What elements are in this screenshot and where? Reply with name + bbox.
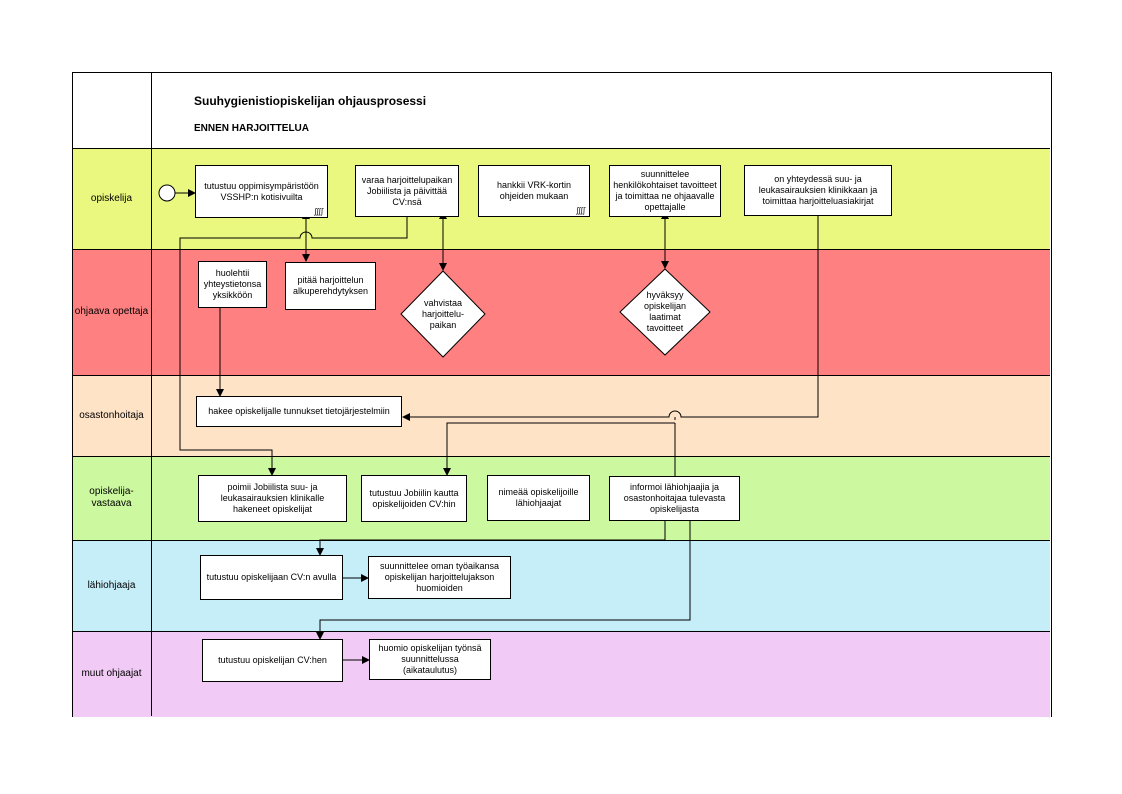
arrow-v4-m1 xyxy=(316,521,691,640)
step-tutustuu-cvhen[interactable]: tutustuu opiskelijan CV:hen xyxy=(202,639,343,682)
step-hankkii-vrk-kortin[interactable]: hankkii VRK-kortin ohjeiden mukaan ⨌ xyxy=(478,165,590,217)
step-nimeaa-lahiohjaajat[interactable]: nimeää opiskelijoille lähiohjaajat xyxy=(487,475,590,521)
step-alkuperehdytys[interactable]: pitää harjoittelun alkuperehdytyksen xyxy=(285,262,376,310)
step-label: tutustuu opiskelijaan CV:n avulla xyxy=(206,572,337,582)
lane-divider xyxy=(151,72,152,716)
diagram-frame xyxy=(72,72,1052,717)
lane-label-muut-ohjaajat: muut ohjaajat xyxy=(81,667,142,679)
decision-vahvistaa-label: vahvistaa harjoittelu-paikan xyxy=(421,297,465,330)
step-yhteydessa-klinikkaan[interactable]: on yhteydessä suu- ja leukasairauksien k… xyxy=(744,165,892,216)
step-label: nimeää opiskelijoille lähiohjaajat xyxy=(498,487,579,508)
step-label: pitää harjoittelun alkuperehdytyksen xyxy=(292,275,369,296)
step-label: huolehtii yhteystietonsa yksikköön xyxy=(203,268,262,300)
lane-label-ohjaava-opettaja: ohjaava opettaja xyxy=(74,306,149,317)
start-circle-icon xyxy=(158,184,176,202)
lane-label-opiskelijavastaava: opiskelija-vastaava xyxy=(89,486,134,509)
subprocess-icon: ⨌ xyxy=(313,207,324,216)
arrow-s5-o1 xyxy=(402,216,819,421)
arrow-v4-l1 xyxy=(316,521,666,556)
step-label: poimii Jobiilista suu- ja leukasairauksi… xyxy=(220,482,325,514)
step-label: on yhteydessä suu- ja leukasairauksien k… xyxy=(758,174,878,206)
step-label: hakee opiskelijalle tunnukset tietojärje… xyxy=(208,406,390,416)
subprocess-icon: ⨌ xyxy=(575,206,586,215)
step-label: informoi lähiohjaajia ja osastonhoitajaa… xyxy=(623,482,726,514)
decision-hyvaksyy-label: hyväksyy opiskelijan laatimat tavoitteet xyxy=(643,290,687,333)
decision-diamond-2 xyxy=(619,268,711,356)
step-label: tutustuu opiskelijan CV:hen xyxy=(218,655,327,665)
step-suunnittelee-tyoaikansa[interactable]: suunnittelee oman työaikansa opiskelijan… xyxy=(368,556,511,599)
step-poimii-jobiilista[interactable]: poimii Jobiilista suu- ja leukasairauksi… xyxy=(198,475,347,522)
step-huolehtii-yhteystiedot[interactable]: huolehtii yhteystietonsa yksikköön xyxy=(198,261,267,308)
step-label: varaa harjoittelupaikan Jobiilista ja pä… xyxy=(361,174,453,207)
lane-label-opiskelija: opiskelija xyxy=(90,192,133,204)
page-subtitle: ENNEN HARJOITTELUA xyxy=(194,123,310,134)
step-varaa-harjoittelupaikan[interactable]: varaa harjoittelupaikan Jobiilista ja pä… xyxy=(355,165,459,217)
step-tutustuu-oppimisymparistoon[interactable]: tutustuu oppimisympäristöön VSSHP:n koti… xyxy=(195,165,328,218)
step-tutustuu-cv[interactable]: tutustuu Jobiilin kautta opiskelijoiden … xyxy=(361,475,467,522)
step-hakee-tunnukset[interactable]: hakee opiskelijalle tunnukset tietojärje… xyxy=(196,396,402,427)
step-label: suunnittelee henkilökohtaiset tavoitteet… xyxy=(613,169,717,212)
step-label: hankkii VRK-kortin ohjeiden mukaan xyxy=(496,180,572,201)
step-informoi[interactable]: informoi lähiohjaajia ja osastonhoitajaa… xyxy=(609,476,740,521)
step-suunnittelee-tavoitteet[interactable]: suunnittelee henkilökohtaiset tavoitteet… xyxy=(609,165,721,217)
step-label: huomio opiskelijan työnsä suunnittelussa… xyxy=(378,643,482,675)
arrow-s2-v1 xyxy=(179,217,408,476)
step-huomio-tyonsa[interactable]: huomio opiskelijan työnsä suunnittelussa… xyxy=(369,639,491,680)
page-title: Suuhygienistiopiskelijan ohjausprosessi xyxy=(194,94,427,108)
step-label: tutustuu Jobiilin kautta opiskelijoiden … xyxy=(369,487,459,509)
lane-label-lahiohjaaja: lähiohjaaja xyxy=(87,579,136,591)
arrow-to-v2 xyxy=(443,422,675,476)
step-label: tutustuu oppimisympäristöön VSSHP:n koti… xyxy=(204,180,319,202)
step-tutustuu-opiskelijaan[interactable]: tutustuu opiskelijaan CV:n avulla xyxy=(200,555,343,600)
lane-label-osastonhoitaja: osastonhoitaja xyxy=(79,409,144,421)
step-label: suunnittelee oman työaikansa opiskelijan… xyxy=(379,561,500,593)
decision-diamond-1 xyxy=(400,270,486,358)
